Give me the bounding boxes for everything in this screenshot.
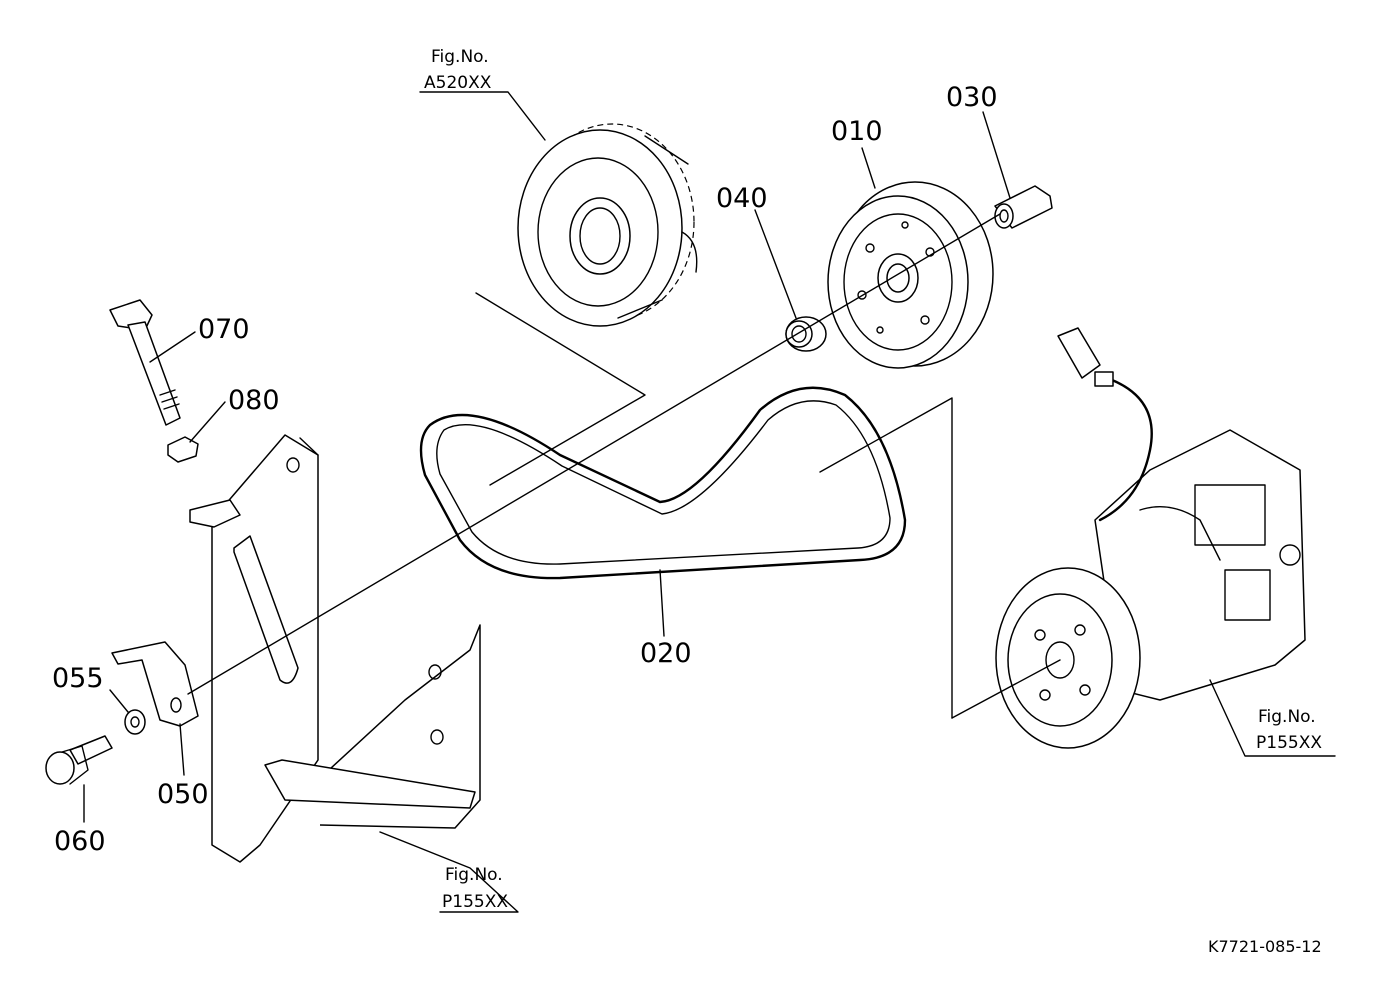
compressor-drawing [995,327,1306,749]
collar-040-drawing [785,316,827,352]
leader-lines [83,91,1336,913]
drawing-number: K7721-085-12 [1208,937,1322,956]
crankshaft-pulley-drawing [517,123,698,327]
figure-references: Fig.No. A520XX Fig.No. P155XX Fig.No. P1… [424,47,1322,912]
bolt-070-drawing [109,299,181,426]
washer-055-drawing [124,709,146,735]
bracket-plate-drawing [211,434,481,863]
spacer-030-drawing [994,185,1053,229]
callout-060: 060 [54,826,106,857]
callout-055: 055 [52,663,104,694]
callout-010: 010 [831,116,883,147]
callout-020: 020 [640,638,692,669]
callout-labels: 010 020 030 040 050 055 060 070 080 [52,82,998,857]
fig-ref-right-line2: P155XX [1256,733,1322,753]
fig-ref-right-line1: Fig.No. [1258,707,1316,727]
fig-ref-bottom-line2: P155XX [442,892,508,912]
fig-ref-top-line1: Fig.No. [431,47,489,67]
callout-050: 050 [157,779,209,810]
clip-drawing [189,499,241,528]
fig-ref-bottom-line1: Fig.No. [445,865,503,885]
callout-040: 040 [716,183,768,214]
fig-ref-top-line2: A520XX [424,73,492,93]
v-belt-drawing [419,386,907,580]
pin-060-drawing [45,735,113,785]
nut-080-drawing [167,436,199,463]
callout-070: 070 [198,314,250,345]
callout-030: 030 [946,82,998,113]
plate-050-drawing [111,641,199,727]
callout-080: 080 [228,385,280,416]
idler-pulley-drawing [827,181,994,369]
